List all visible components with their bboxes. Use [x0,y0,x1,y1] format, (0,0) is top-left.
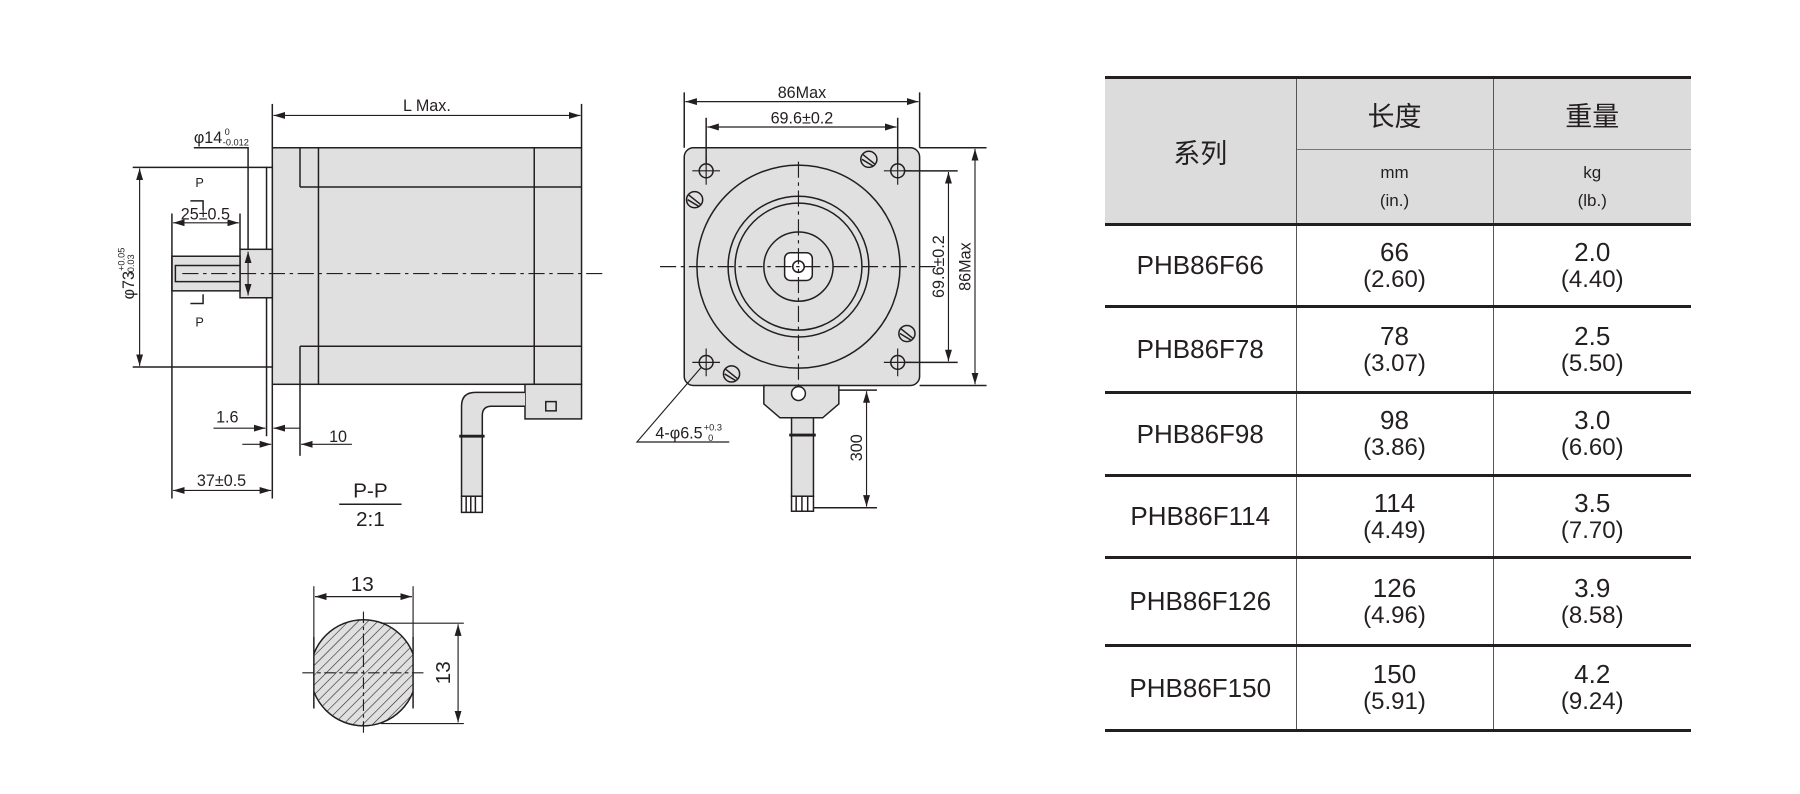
section-mark-bottom: P [195,316,203,330]
section-width-dim: 13 [351,573,374,596]
table-row: PHB86F150 150(5.91) 4.2(9.24) [1105,645,1691,732]
side-view [132,103,603,514]
screws [685,150,916,383]
model-cell: PHB86F78 [1105,306,1297,394]
weight-cell: 3.5(7.70) [1493,475,1691,559]
header-series: 系列 [1105,76,1297,226]
hole-spacing-v-dim: 69.6±0.2 [930,235,948,298]
length-cell: 126(4.96) [1296,557,1494,647]
header-weight: 重量 [1493,76,1691,150]
cable [460,391,525,497]
weight-cell: 2.0(4.40) [1493,224,1691,308]
length-cell: 78(3.07) [1296,306,1494,394]
front-cable [790,417,815,497]
model-cell: PHB86F66 [1105,224,1297,308]
model-cell: PHB86F98 [1105,392,1297,477]
weight-cell: 4.2(9.24) [1493,645,1691,732]
hole-spacing-dim: 69.6±0.2 [771,110,834,128]
length-dim-label: L Max. [403,97,451,115]
section-height-dim: 13 [432,661,455,684]
pilot-dia-dim: φ73+0.05-0.03 [117,248,138,300]
model-cell: PHB86F114 [1105,475,1297,559]
shaft-total-dim: 37±0.5 [197,472,246,490]
shaft-length-dim: 25±0.5 [181,205,230,223]
overall-height-dim: 86Max [956,242,974,290]
flange-offset-dim: 10 [329,428,347,446]
header-weight-unit: kg(lb.) [1493,149,1691,226]
weight-cell: 3.9(8.58) [1493,557,1691,647]
shaft-section [302,586,464,734]
front-connector [763,384,840,419]
section-mark-top: P [195,176,203,190]
length-cell: 98(3.86) [1296,392,1494,477]
section-scale: 2:1 [356,508,385,531]
front-view [635,92,987,512]
model-cell: PHB86F126 [1105,557,1297,647]
length-cell: 114(4.49) [1296,475,1494,559]
length-cell: 150(5.91) [1296,645,1494,732]
table-row: PHB86F98 98(3.86) 3.0(6.60) [1105,392,1691,477]
cable-length-dim: 300 [848,434,866,461]
table-row: PHB86F78 78(3.07) 2.5(5.50) [1105,306,1691,394]
weight-cell: 3.0(6.60) [1493,392,1691,477]
table-row: PHB86F114 114(4.49) 3.5(7.70) [1105,475,1691,559]
weight-cell: 2.5(5.50) [1493,306,1691,394]
specs-table: 系列 长度 重量 mm(in.) kg(lb.) PHB86F66 66(2.6… [1105,76,1691,732]
table-row: PHB86F66 66(2.60) 2.0(4.40) [1105,224,1691,308]
flange-thickness-dim: 1.6 [216,408,238,426]
length-cell: 66(2.60) [1296,224,1494,308]
overall-width-dim: 86Max [778,84,826,102]
section-title: P-P [353,479,388,502]
header-length: 长度 [1296,76,1494,150]
table-row: PHB86F126 126(4.96) 3.9(8.58) [1105,557,1691,647]
header-length-unit: mm(in.) [1296,149,1494,226]
model-cell: PHB86F150 [1105,645,1297,732]
